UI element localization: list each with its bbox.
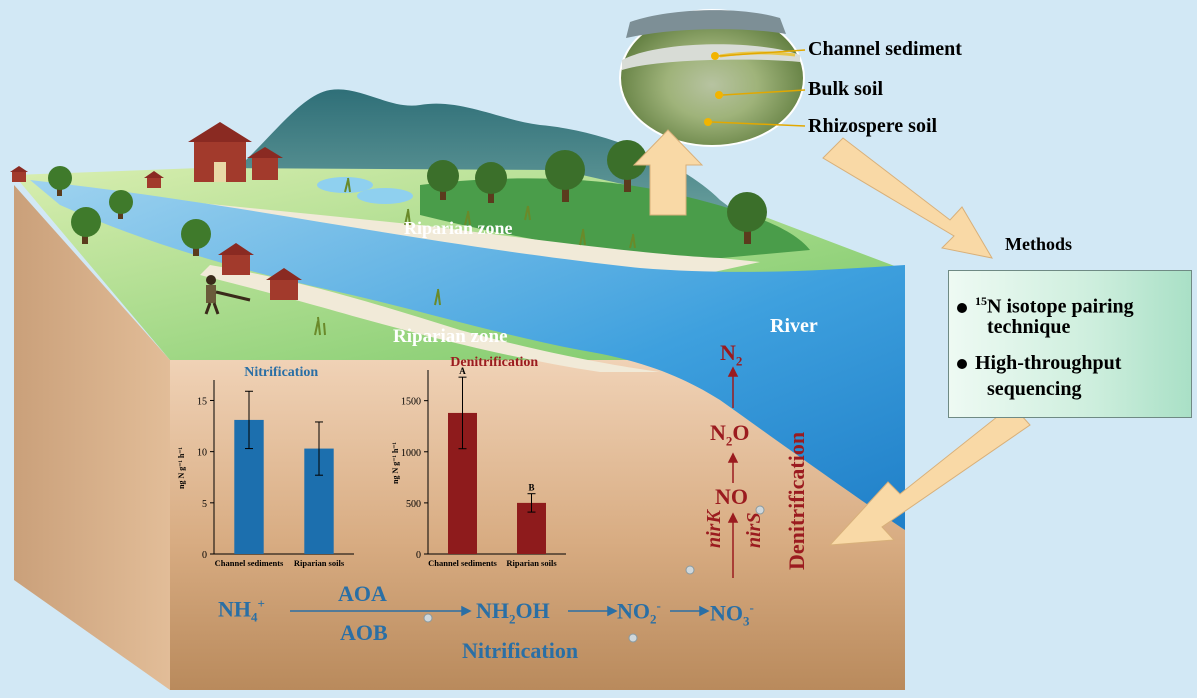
label-bulk-soil: Bulk soil <box>808 78 884 100</box>
method-item-sequencing: High-throughput <box>957 351 1121 376</box>
method-item-isotope-line2: technique <box>987 316 1071 338</box>
far-bank <box>420 178 810 260</box>
species-no3: NO3- <box>710 600 754 629</box>
methods-title: Methods <box>1005 234 1072 254</box>
significance-letter: A <box>459 366 466 376</box>
y-tick-label: 10 <box>197 448 207 459</box>
pond <box>317 177 373 193</box>
y-tick-label: 15 <box>197 396 207 407</box>
microbe-icons <box>423 505 765 643</box>
label-denitrification: Denitrification <box>784 431 809 570</box>
photo-mountains <box>626 10 786 38</box>
trees <box>48 140 767 256</box>
bullet-icon <box>957 303 967 314</box>
x-tick-label: Riparian soils <box>294 558 345 568</box>
leader-channel-sediment <box>718 49 806 57</box>
label-nitrification-pathway: Nitrification <box>462 638 579 663</box>
soil-block-left-face <box>14 185 170 690</box>
marker-bulk-soil <box>715 91 723 99</box>
sampling-site-photo <box>619 9 805 147</box>
y-axis-label: ng N g⁻¹ h⁻¹ <box>391 441 400 484</box>
flow-arrows <box>632 129 1031 546</box>
marker-channel-sediment <box>711 52 719 60</box>
denitrification-arrows <box>727 366 739 578</box>
gene-nirk: nirK <box>703 510 725 548</box>
y-tick-label: 0 <box>202 550 207 561</box>
leader-rhizosphere-soil <box>711 121 806 127</box>
houses <box>10 122 302 300</box>
label-river: River <box>770 315 818 337</box>
reeds <box>314 177 636 336</box>
x-tick-label: Channel sediments <box>428 558 497 568</box>
chart-title: Nitrification <box>244 365 318 380</box>
denitrification-chart: 0 500 1000 1500 ng N g⁻¹ h⁻¹ DenitrificationA… <box>391 355 566 568</box>
method-item-sequencing-line2: sequencing <box>987 378 1082 400</box>
species-nh2oh: NH2OH <box>476 598 550 627</box>
y-tick-label: 1500 <box>401 397 421 408</box>
y-tick-label: 0 <box>416 550 421 561</box>
x-tick-label: Channel sediments <box>215 558 284 568</box>
species-no: NO <box>715 484 748 509</box>
leader-bulk-soil <box>722 89 806 96</box>
nitrification-arrows <box>290 605 710 617</box>
farmer-figure <box>204 275 251 315</box>
riparian-zone-lower-strip <box>200 265 660 372</box>
x-tick-label: Riparian soils <box>506 558 557 568</box>
pond-2 <box>357 188 413 204</box>
label-channel-sediment: Channel sediment <box>808 38 962 60</box>
y-tick-label: 1000 <box>401 448 421 459</box>
y-tick-label: 500 <box>406 499 421 510</box>
method-item-isotope: 15N isotope pairing <box>957 289 1134 320</box>
species-no2: NO2- <box>617 598 661 627</box>
species-n2o: N2O <box>710 420 750 449</box>
arrow-up-to-photo <box>632 129 704 216</box>
y-tick-label: 5 <box>202 499 207 510</box>
label-riparian-zone-upper: Riparian zone <box>404 218 513 238</box>
y-axis-label: ng N g⁻¹ h⁻¹ <box>177 446 186 489</box>
label-rhizosphere-soil: Rhizospere soil <box>808 115 938 137</box>
chart-title: Denitrification <box>450 355 538 370</box>
bullet-icon <box>957 359 967 370</box>
photo-water <box>622 44 800 70</box>
species-nh4: NH4+ <box>218 596 265 625</box>
methods-box: 15N isotope pairing technique High-throu… <box>948 270 1192 418</box>
arrow-to-block <box>828 404 1031 546</box>
marker-rhizosphere-soil <box>704 118 712 126</box>
label-riparian-zone-lower: Riparian zone <box>393 326 508 347</box>
arrow-to-methods <box>822 137 993 259</box>
gene-aob: AOB <box>340 620 388 645</box>
gene-nirs: nirS <box>743 512 765 548</box>
significance-letter: B <box>528 483 534 493</box>
species-n2: N2 <box>720 340 743 369</box>
gene-aoa: AOA <box>338 581 387 606</box>
